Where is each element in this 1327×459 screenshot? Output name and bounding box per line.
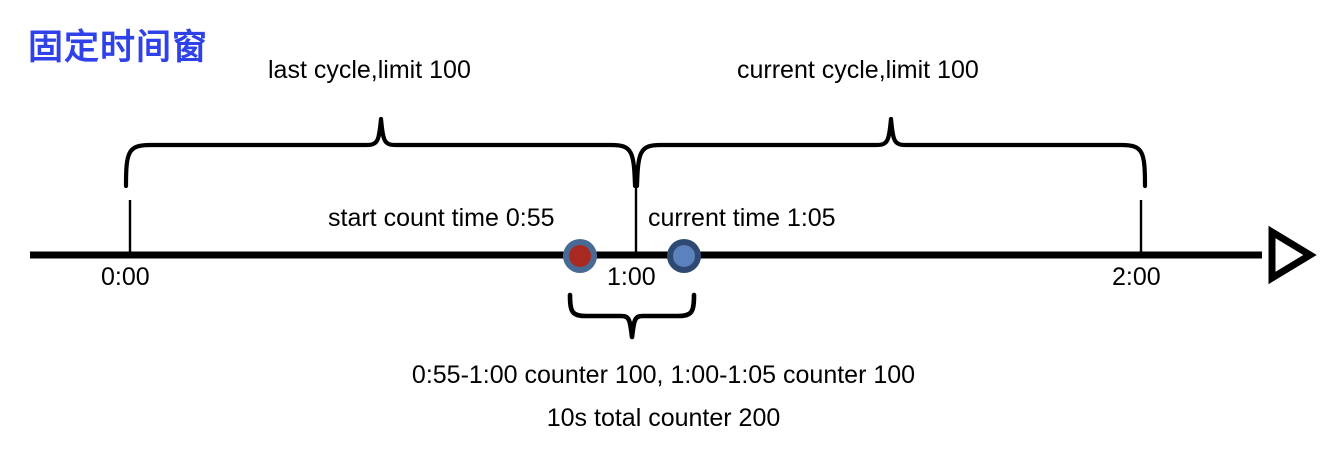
current-time-marker-core-icon	[673, 245, 695, 267]
timeline-arrowhead-icon	[1268, 225, 1317, 285]
bracket-last-cycle	[123, 116, 638, 189]
bracket-current-cycle	[634, 116, 1148, 189]
axis-tick-label-1-00: 1:00	[607, 263, 656, 291]
page-title: 固定时间窗	[28, 28, 209, 67]
label-current-time: current time 1:05	[648, 204, 836, 232]
summary-line-total: 10s total counter 200	[546, 404, 781, 432]
bracket-label-current-cycle: current cycle,limit 100	[737, 56, 979, 84]
summary-line-counters: 0:55-1:00 counter 100, 1:00-1:05 counter…	[411, 361, 916, 389]
bracket-label-last-cycle: last cycle,limit 100	[268, 56, 471, 84]
axis-tick-label-2-00: 2:00	[1112, 263, 1161, 291]
axis-tick-label-0-00: 0:00	[101, 263, 150, 291]
bracket-10s-window	[567, 292, 697, 340]
label-start-count-time: start count time 0:55	[328, 204, 555, 232]
start-count-marker-core-icon	[569, 245, 591, 267]
